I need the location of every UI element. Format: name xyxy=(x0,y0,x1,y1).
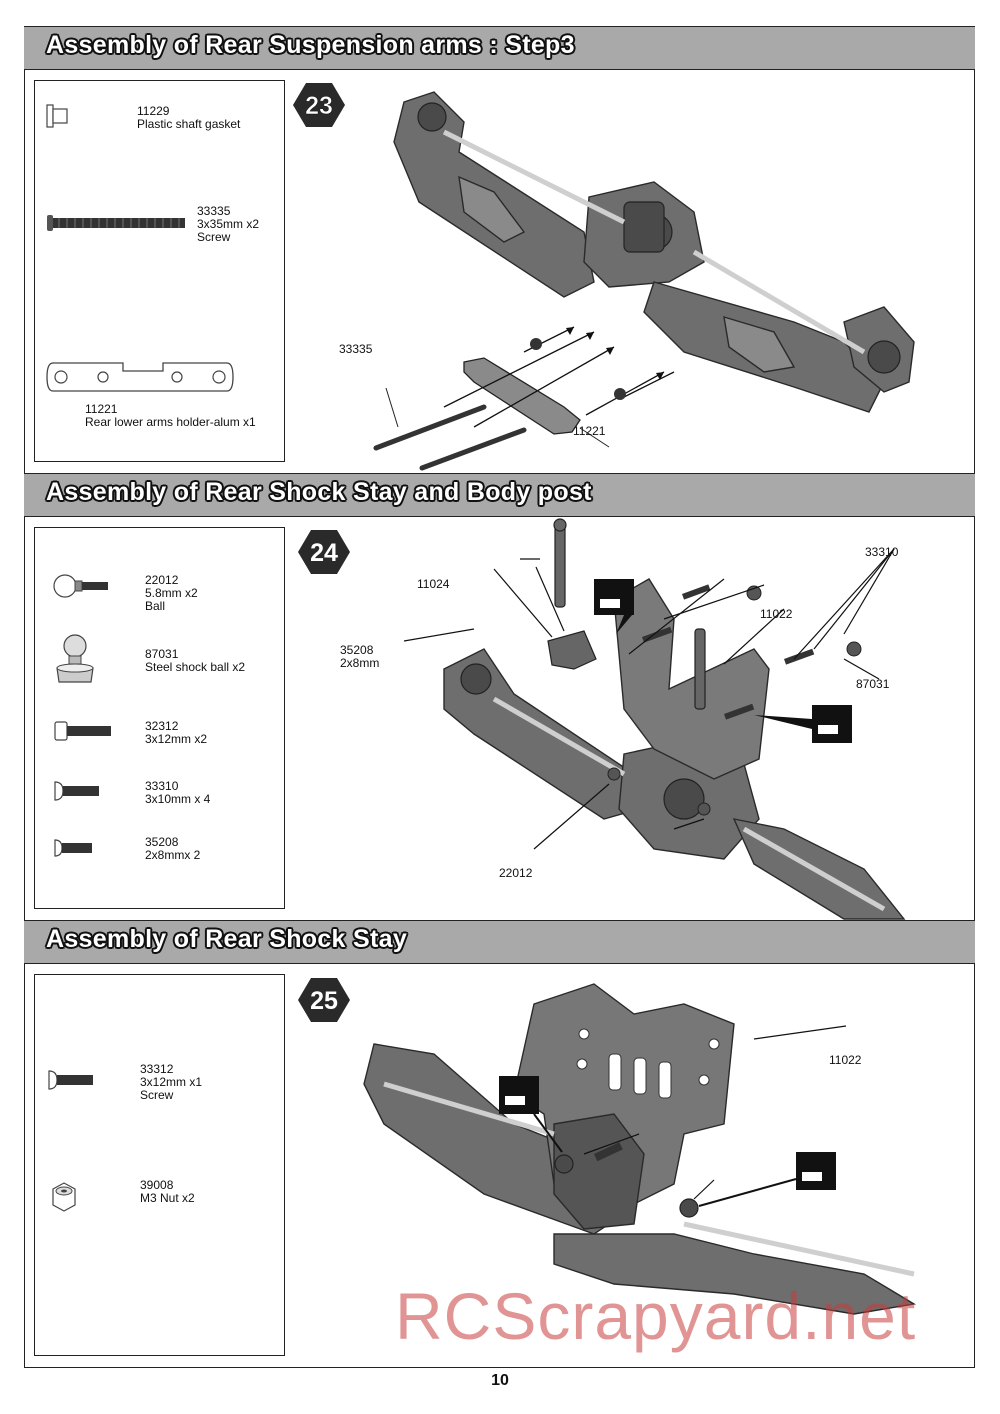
cap-screw-icon xyxy=(54,721,111,741)
part-label: 22012 5.8mm x2 Ball xyxy=(145,573,198,613)
callout-label: 33310 xyxy=(865,545,899,559)
small-screw-icon xyxy=(54,839,92,857)
step-number-badge: 25 xyxy=(298,978,350,1022)
ball-stud-icon xyxy=(53,574,108,598)
section-title: Assembly of Rear Shock Stay xyxy=(46,925,408,953)
long-screw-icon xyxy=(47,215,185,231)
part-label: 87031 Steel shock ball x2 xyxy=(145,647,246,674)
parts-list-box: 22012 5.8mm x2 Ball 87031 Steel shock ba… xyxy=(34,527,285,909)
section-title: Assembly of Rear Suspension arms : Step3 xyxy=(46,31,575,59)
svg-text:25: 25 xyxy=(310,987,338,1015)
section-title: Assembly of Rear Shock Stay and Body pos… xyxy=(46,478,592,506)
part-label: 33335 3x35mm x2 Screw xyxy=(197,204,260,244)
parts-list-box: 11229 Plastic shaft gasket 33335 3x35mm … xyxy=(34,80,285,462)
section-step-25: Assembly of Rear Shock Stay 33312 3x12mm… xyxy=(24,920,975,1368)
callout-label: 87031 xyxy=(856,677,890,691)
parts-list-box: 33312 3x12mm x1 Screw 39008 M3 Nut x2 xyxy=(34,974,285,1356)
shaft-gasket-icon xyxy=(46,104,68,128)
callout-label: 33335 xyxy=(339,342,373,356)
part-label: 35208 2x8mmx 2 xyxy=(145,835,201,862)
step-number-badge: 23 xyxy=(293,83,345,127)
page-number: 10 xyxy=(491,1372,509,1389)
callout-label: 22012 xyxy=(499,866,533,880)
rear-suspension-illustration xyxy=(373,91,915,471)
svg-text:23: 23 xyxy=(305,92,333,120)
lock-nut-icon xyxy=(52,1182,76,1212)
svg-text:24: 24 xyxy=(310,539,338,567)
part-label: 39008 M3 Nut x2 xyxy=(140,1178,195,1205)
part-label: 33310 3x10mm x 4 xyxy=(145,779,211,806)
callout-label: 11022 xyxy=(760,607,793,621)
rear-shock-stay-body-post-illustration xyxy=(403,518,906,920)
callout-label: 35208 xyxy=(340,643,374,657)
section-step-23: Assembly of Rear Suspension arms : Step3… xyxy=(24,26,975,473)
button-screw-icon xyxy=(54,781,99,801)
section-header: Assembly of Rear Shock Stay xyxy=(24,920,975,964)
step-number-badge: 24 xyxy=(298,530,350,574)
callout-label: 2x8mm xyxy=(340,656,380,670)
rear-shock-stay-illustration xyxy=(363,983,916,1315)
section-step-24: Assembly of Rear Shock Stay and Body pos… xyxy=(24,473,975,920)
part-label: 33312 3x12mm x1 Screw xyxy=(140,1062,203,1102)
steel-shock-ball-icon xyxy=(56,634,94,683)
arm-holder-plate-icon xyxy=(46,362,234,392)
part-label: 11229 Plastic shaft gasket xyxy=(137,104,241,131)
watermark-text: RCScrapyard.net xyxy=(395,1279,917,1353)
part-label: 11221 Rear lower arms holder-alum x1 xyxy=(85,402,256,429)
callout-label: 11024 xyxy=(417,577,450,591)
button-screw-icon xyxy=(48,1070,93,1090)
callout-label: 11022 xyxy=(829,1053,862,1067)
part-label: 32312 3x12mm x2 xyxy=(145,719,208,746)
section-header: Assembly of Rear Suspension arms : Step3 xyxy=(24,26,975,70)
section-header: Assembly of Rear Shock Stay and Body pos… xyxy=(24,473,975,517)
callout-label: 11221 xyxy=(573,424,606,438)
